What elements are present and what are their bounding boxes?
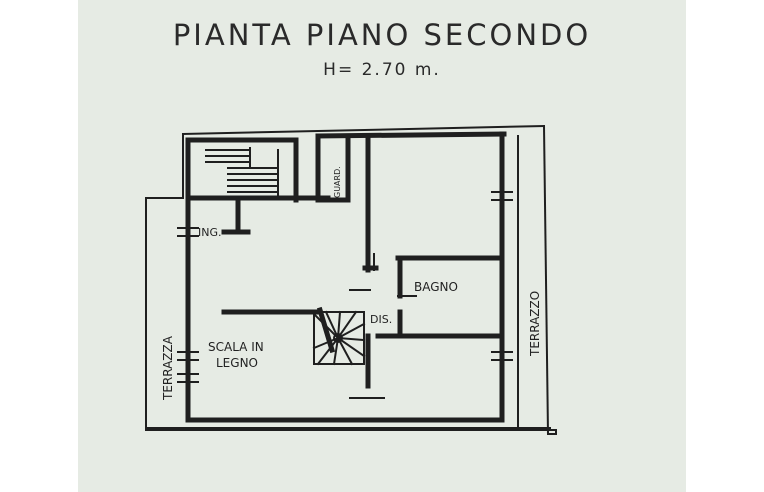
floor-plan-sheet: PIANTA PIANO SECONDO H= 2.70 m. (78, 0, 686, 492)
wooden-spiral-stair (312, 310, 366, 366)
label-scala-line1: SCALA IN (208, 340, 264, 354)
label-disimpegno: DIS. (370, 313, 392, 326)
opening-ticks (177, 191, 513, 399)
ceiling-height-note: H= 2.70 m. (323, 60, 441, 80)
plan-title: PIANTA PIANO SECONDO (172, 18, 592, 52)
outer-boundary (145, 124, 557, 436)
label-bagno: BAGNO (414, 280, 458, 294)
label-terrazzo-right: TERRAZZO (528, 291, 542, 357)
label-guardaroba: GUARD. (333, 166, 342, 198)
floor-plan-drawing: ING. GUARD. BAGNO DIS. SCALA IN LEGNO TE… (145, 124, 557, 436)
main-walls (185, 131, 507, 423)
label-scala-line2: LEGNO (216, 356, 258, 370)
upper-staircase (205, 147, 279, 197)
label-terrazza-left: TERRAZZA (161, 335, 175, 401)
label-ingresso: ING. (198, 226, 222, 239)
